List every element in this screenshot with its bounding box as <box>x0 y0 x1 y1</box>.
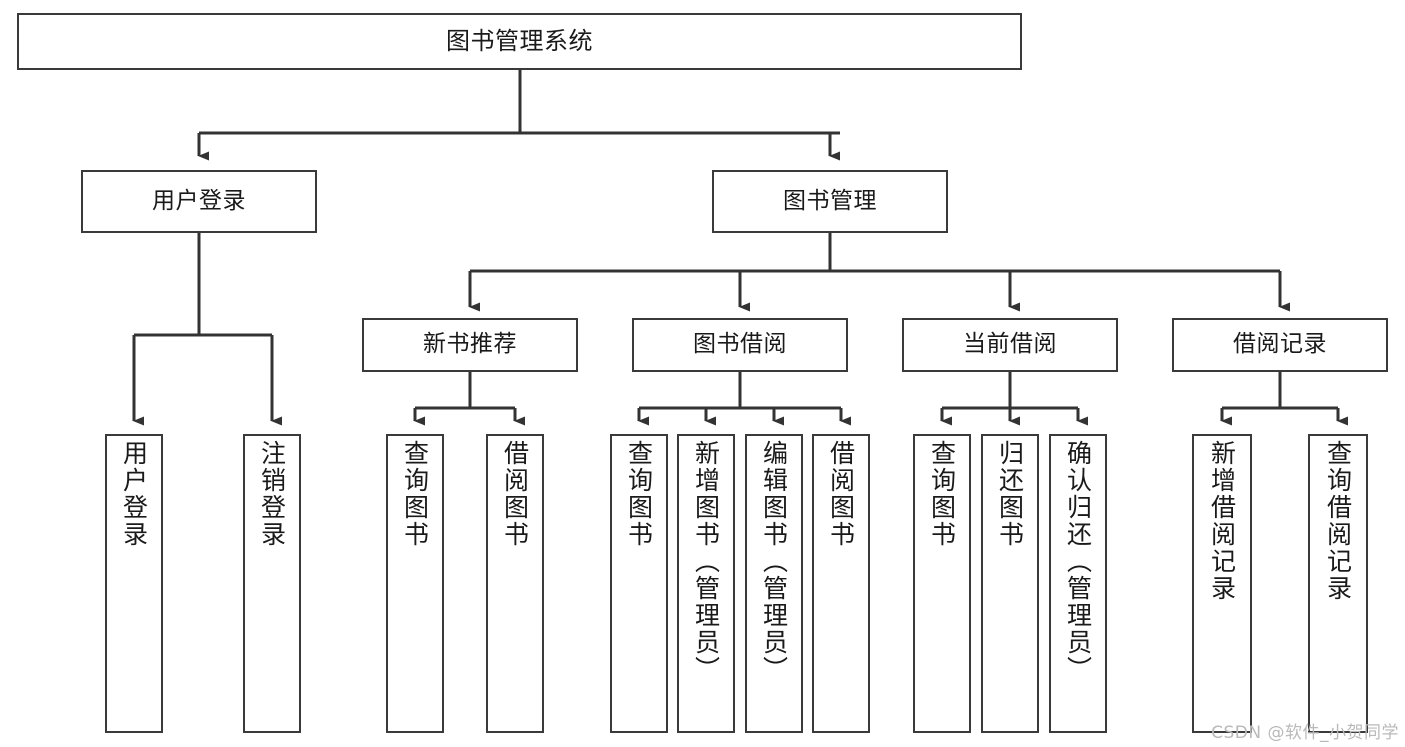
node-label: 查询图书 <box>927 440 957 548</box>
leaf-confirm-return-admin[interactable]: 确认归还（管理员） <box>1049 434 1107 733</box>
node-label: 新增借阅记录 <box>1207 440 1237 602</box>
node-label: 用户登录 <box>152 187 246 214</box>
node-borrowing-records[interactable]: 借阅记录 <box>1172 318 1388 372</box>
node-label: 归还图书 <box>995 440 1025 548</box>
node-label: 查询借阅记录 <box>1323 440 1353 602</box>
node-label: 图书管理系统 <box>446 27 593 56</box>
node-new-book-recommendation[interactable]: 新书推荐 <box>362 318 578 372</box>
node-label: 用户登录 <box>119 440 149 548</box>
node-label: 注销登录 <box>257 440 287 548</box>
node-label: 图书借阅 <box>693 331 787 358</box>
leaf-query-book-borrowing[interactable]: 查询图书 <box>610 434 668 733</box>
node-current-borrowing[interactable]: 当前借阅 <box>902 318 1118 372</box>
node-label: 新增图书（管理员） <box>691 440 721 683</box>
node-label: 查询图书 <box>624 440 654 548</box>
node-label: 确认归还（管理员） <box>1063 440 1093 683</box>
leaf-query-borrow-record[interactable]: 查询借阅记录 <box>1308 434 1368 733</box>
leaf-user-login[interactable]: 用户登录 <box>105 434 163 733</box>
node-label: 编辑图书（管理员） <box>759 440 789 683</box>
leaf-return-book[interactable]: 归还图书 <box>981 434 1039 733</box>
leaf-borrow-book-recommendation[interactable]: 借阅图书 <box>486 434 544 733</box>
node-label: 借阅记录 <box>1233 331 1327 358</box>
leaf-query-book-current[interactable]: 查询图书 <box>913 434 971 733</box>
leaf-query-book-recommendation[interactable]: 查询图书 <box>386 434 444 733</box>
node-label: 图书管理 <box>783 187 877 214</box>
node-label: 借阅图书 <box>826 440 856 548</box>
node-label: 当前借阅 <box>963 331 1057 358</box>
node-label: 新书推荐 <box>423 331 517 358</box>
node-label: 查询图书 <box>400 440 430 548</box>
node-user-login[interactable]: 用户登录 <box>81 170 317 233</box>
leaf-add-book-admin[interactable]: 新增图书（管理员） <box>677 434 735 733</box>
node-book-management[interactable]: 图书管理 <box>712 170 948 233</box>
node-label: 借阅图书 <box>500 440 530 548</box>
leaf-borrow-book-borrowing[interactable]: 借阅图书 <box>812 434 870 733</box>
node-book-borrowing[interactable]: 图书借阅 <box>632 318 848 372</box>
leaf-edit-book-admin[interactable]: 编辑图书（管理员） <box>745 434 803 733</box>
watermark: CSDN @软件_小贺同学 <box>1211 723 1399 743</box>
leaf-logout[interactable]: 注销登录 <box>243 434 301 733</box>
node-root-book-management-system[interactable]: 图书管理系统 <box>17 13 1022 70</box>
leaf-add-borrow-record[interactable]: 新增借阅记录 <box>1192 434 1252 733</box>
